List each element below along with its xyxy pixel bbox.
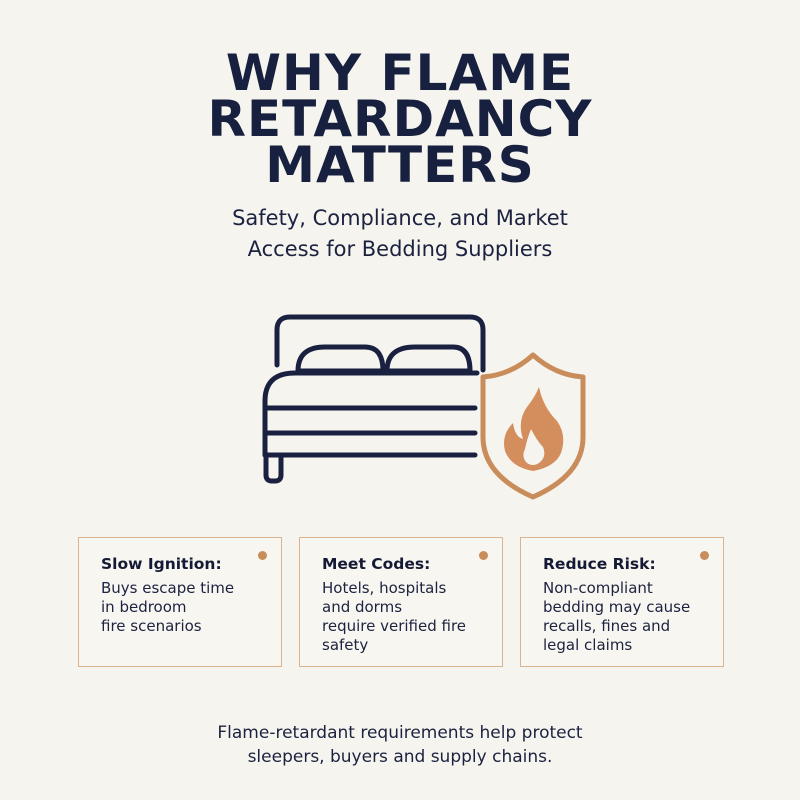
title-line-1: WHY FLAME — [225, 44, 575, 102]
card-dot-icon — [258, 551, 267, 560]
page-subtitle: Safety, Compliance, and Market Access fo… — [0, 203, 800, 265]
bed-with-shield-graphic — [262, 314, 586, 500]
card-text-line: fire scenarios — [101, 617, 202, 635]
bed-icon — [262, 314, 486, 484]
card-text-line: safety — [322, 636, 369, 654]
benefit-cards: Slow Ignition: Buys escape time in bedro… — [78, 537, 724, 667]
card-text-line: require verified fire — [322, 617, 467, 635]
card-reduce-risk: Reduce Risk: Non-compliant bedding may c… — [520, 537, 724, 667]
card-text-line: Hotels, hospitals — [322, 579, 447, 597]
card-slow-ignition: Slow Ignition: Buys escape time in bedro… — [78, 537, 282, 667]
card-title: Meet Codes: — [322, 555, 431, 573]
card-text-line: in bedroom — [101, 598, 187, 616]
subtitle-line-2: Access for Bedding Suppliers — [247, 237, 553, 261]
card-text-line: and dorms — [322, 598, 403, 616]
footer-line-1: Flame-retardant requirements help protec… — [217, 723, 583, 743]
card-text-line: Buys escape time — [101, 579, 235, 597]
footer-note: Flame-retardant requirements help protec… — [0, 721, 800, 769]
hero-illustration — [225, 305, 595, 505]
page-title: WHY FLAME RETARDANCY MATTERS — [0, 44, 800, 194]
card-title: Reduce Risk: — [543, 555, 656, 573]
card-text-line: legal claims — [543, 636, 633, 654]
card-meet-codes: Meet Codes: Hotels, hospitals and dorms … — [299, 537, 503, 667]
card-dot-icon — [700, 551, 709, 560]
flame-shield-icon — [480, 352, 586, 500]
title-line-2: RETARDANCY — [207, 90, 593, 148]
card-text-line: bedding may cause — [543, 598, 691, 616]
card-dot-icon — [479, 551, 488, 560]
card-text-line: recalls, fines and — [543, 617, 671, 635]
subtitle-line-1: Safety, Compliance, and Market — [232, 206, 568, 230]
card-text-line: Non-compliant — [543, 579, 653, 597]
card-title: Slow Ignition: — [101, 555, 222, 573]
footer-line-2: sleepers, buyers and supply chains. — [247, 747, 553, 767]
title-line-3: MATTERS — [265, 136, 535, 194]
